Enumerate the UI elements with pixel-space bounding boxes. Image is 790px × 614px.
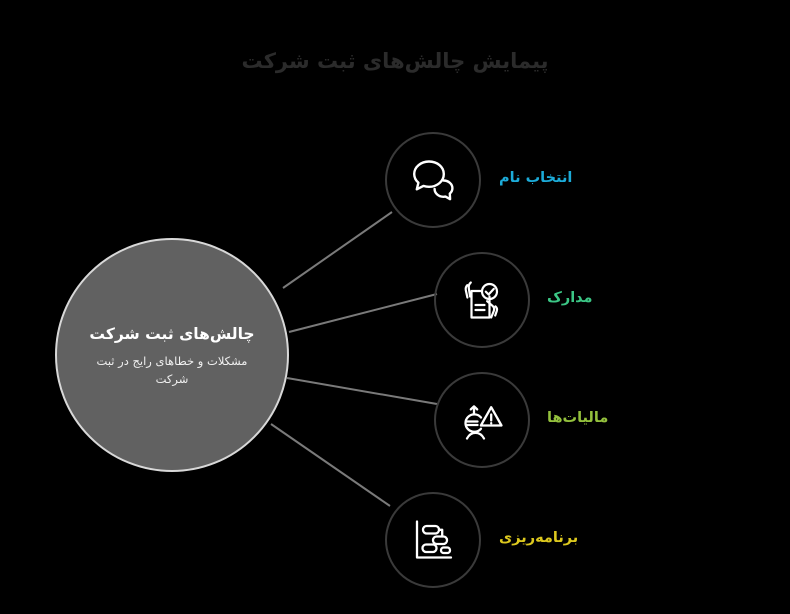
gantt-chart-icon: [405, 512, 461, 568]
node-documents[interactable]: [434, 252, 530, 348]
hub-title: چالش‌های ثبت شرکت: [89, 324, 255, 343]
node-name-selection[interactable]: [385, 132, 481, 228]
connector-line-1: [282, 211, 393, 289]
hub-circle[interactable]: چالش‌های ثبت شرکت مشکلات و خطاهای رایج د…: [55, 238, 289, 472]
node-label-documents: مدارک: [547, 290, 593, 306]
connector-line-2: [288, 293, 438, 333]
connector-line-4: [270, 423, 391, 507]
node-label-taxes: مالیات‌ها: [547, 410, 609, 426]
document-check-hands-icon: [454, 272, 510, 328]
node-label-planning: برنامه‌ریزی: [499, 530, 579, 546]
page-title: پیمایش چالش‌های ثبت شرکت: [241, 49, 549, 73]
node-label-name-selection: انتخاب نام: [499, 170, 573, 186]
currency-warning-icon: [454, 392, 510, 448]
node-taxes[interactable]: [434, 372, 530, 468]
chat-bubbles-icon: [405, 152, 461, 208]
hub-subtitle: مشکلات و خطاهای رایج در ثبت شرکت: [96, 353, 248, 386]
connector-line-3: [286, 377, 438, 405]
node-planning[interactable]: [385, 492, 481, 588]
